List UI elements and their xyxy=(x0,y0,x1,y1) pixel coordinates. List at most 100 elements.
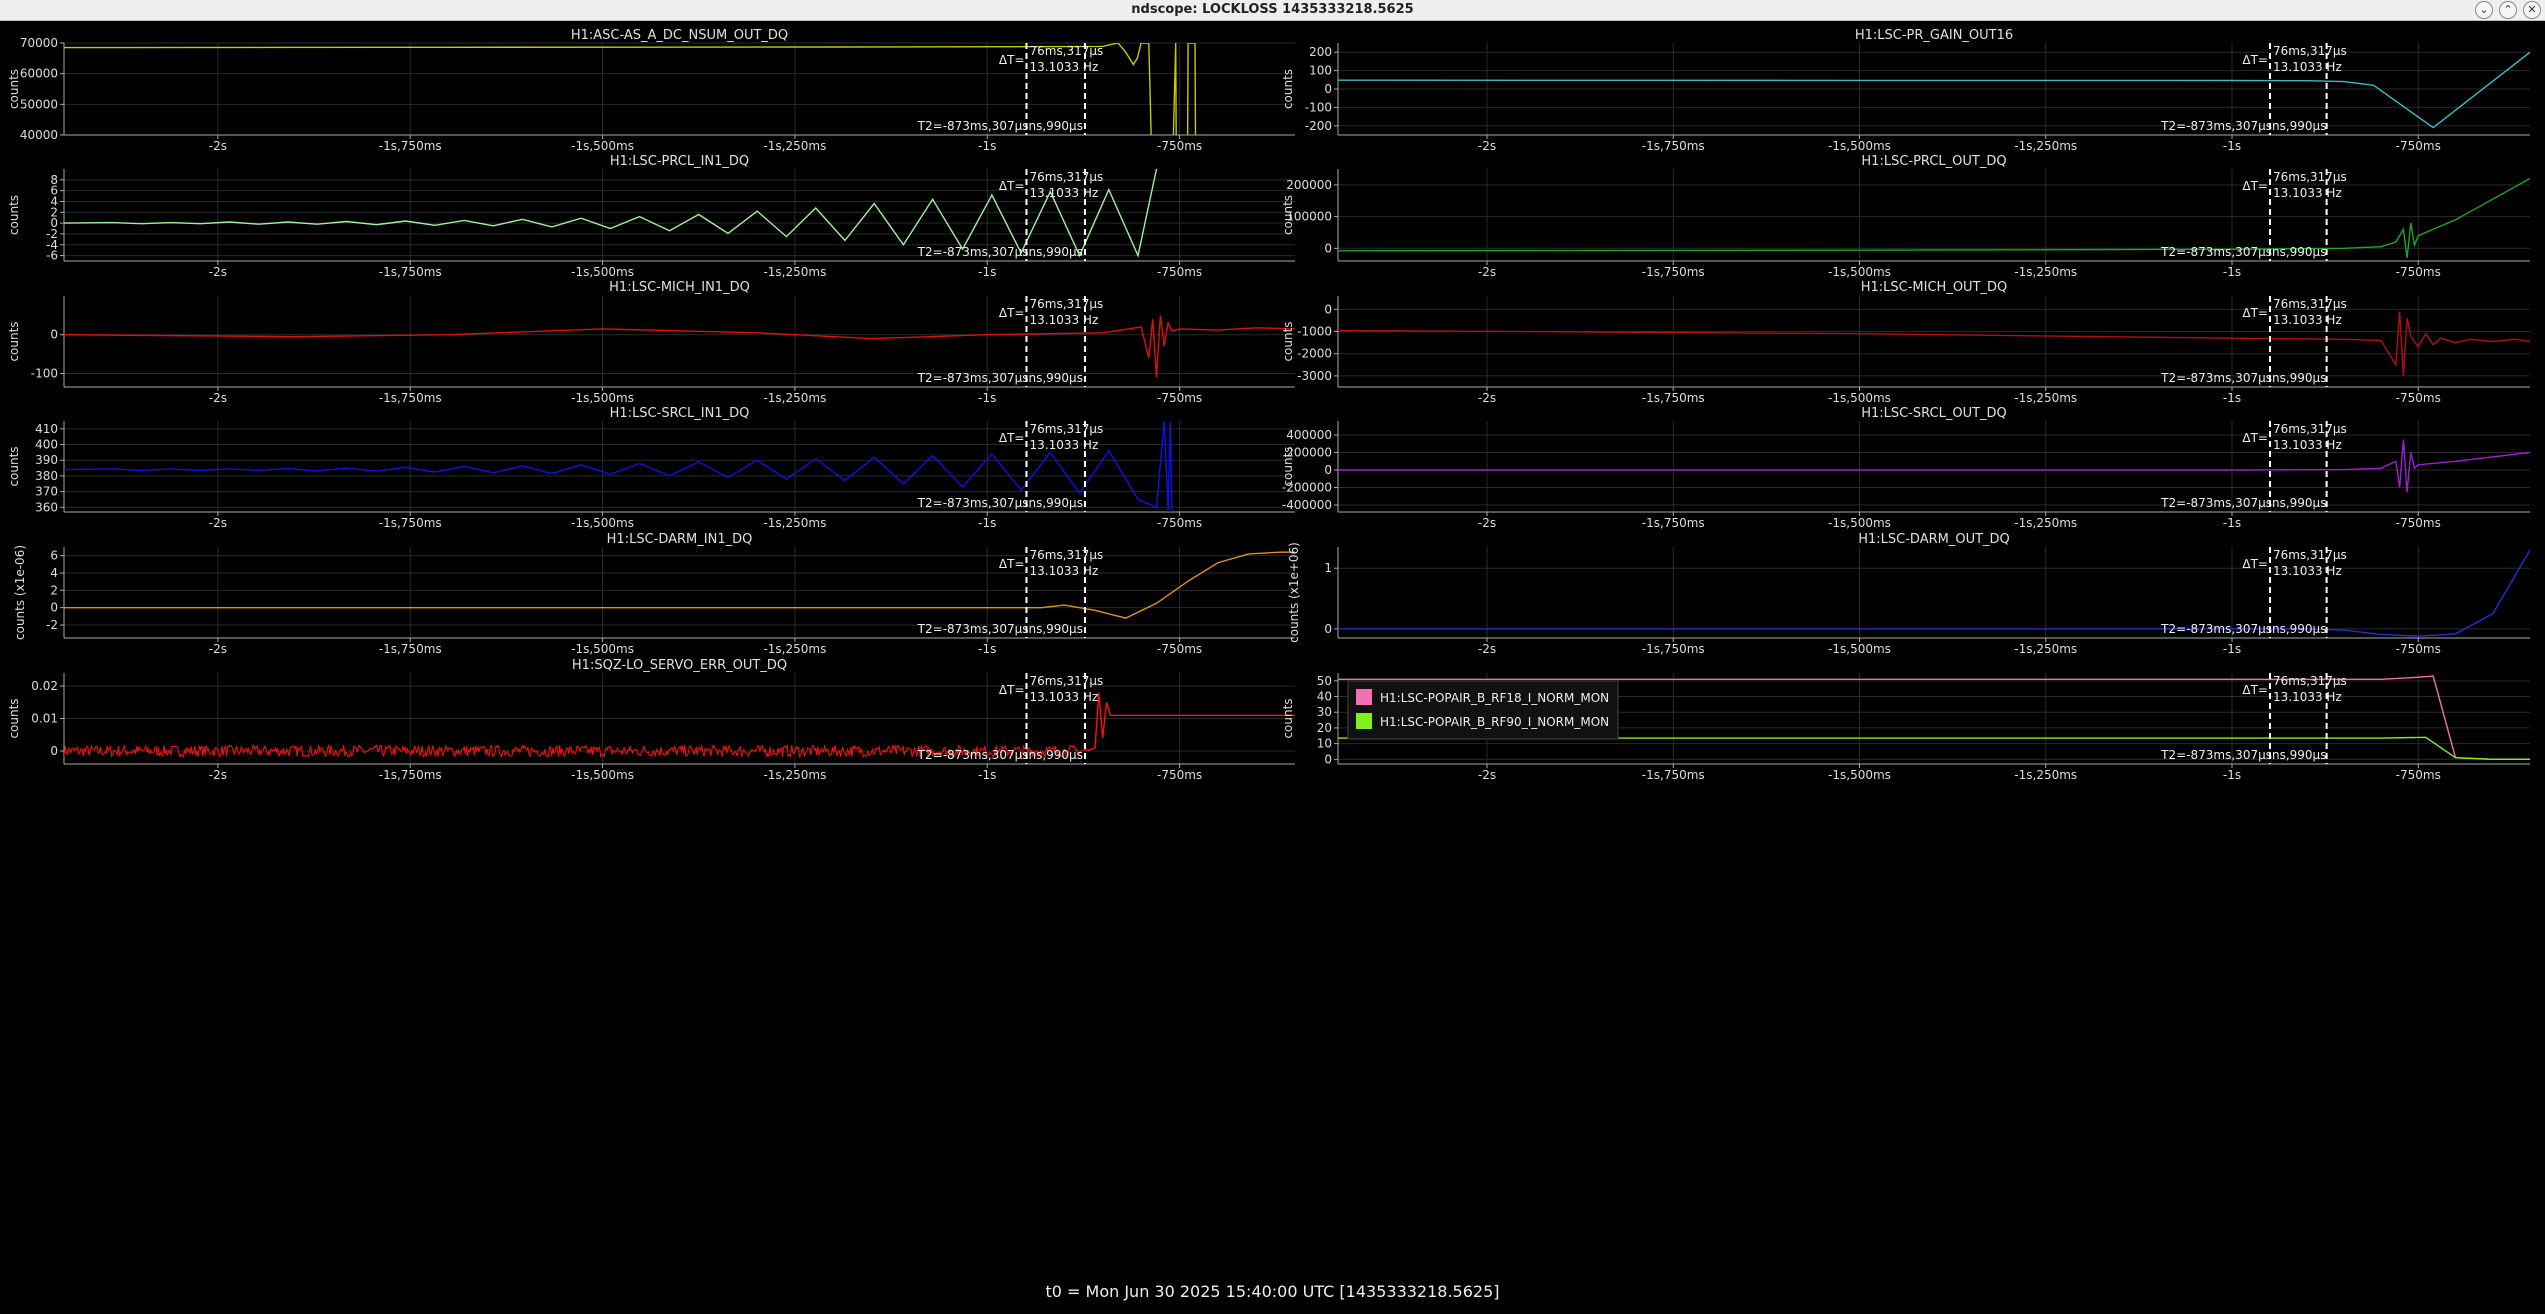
x-tick-label: -1s,750ms xyxy=(1642,642,1705,656)
plot-panel[interactable]: H1:LSC-SRCL_IN1_DQ-2s-1s,750ms-1s,500ms-… xyxy=(7,406,1295,530)
plot-panel[interactable]: H1:LSC-SRCL_OUT_DQ-2s-1s,750ms-1s,500ms-… xyxy=(1281,406,2530,530)
y-tick-label: 100 xyxy=(1309,64,1332,78)
plot-panel[interactable]: H1:LSC-PRCL_OUT_DQ-2s-1s,750ms-1s,500ms-… xyxy=(1281,154,2530,279)
y-axis-label: counts (x1e-06) xyxy=(13,545,27,640)
t1-label: ns,990µs xyxy=(2272,371,2326,385)
plot-panel[interactable]: H1:LSC-DARM_IN1_DQ-2s-1s,750ms-1s,500ms-… xyxy=(13,532,1295,656)
x-tick-label: -750ms xyxy=(2396,265,2441,279)
maximize-button[interactable]: ⌃ xyxy=(2499,1,2517,19)
x-tick-label: -1s xyxy=(2223,516,2241,530)
x-tick-label: -1s xyxy=(2223,139,2241,153)
y-axis-label: counts xyxy=(7,195,21,235)
plot-panel[interactable]: H1:LSC-DARM_OUT_DQ-2s-1s,750ms-1s,500ms-… xyxy=(1287,532,2530,656)
t1-label: ns,990µs xyxy=(1028,119,1082,133)
x-tick-label: -1s,500ms xyxy=(571,516,634,530)
t2-label: T2=-873ms,307µs xyxy=(2160,748,2272,762)
y-tick-label: 390 xyxy=(35,453,58,467)
x-tick-label: -1s,500ms xyxy=(571,642,634,656)
t2-label: T2=-873ms,307µs xyxy=(917,496,1029,510)
x-tick-label: -1s,750ms xyxy=(379,768,442,782)
t2-label: T2=-873ms,307µs xyxy=(2160,496,2272,510)
delta-t-label: ΔT= xyxy=(999,431,1025,445)
x-tick-label: -750ms xyxy=(2396,139,2441,153)
series-line xyxy=(1338,311,2530,376)
x-tick-label: -1s,250ms xyxy=(763,139,826,153)
x-tick-label: -1s xyxy=(2223,391,2241,405)
t0-footer: t0 = Mon Jun 30 2025 15:40:00 UTC [14353… xyxy=(1045,1282,1500,1301)
legend-swatch xyxy=(1356,689,1372,705)
y-tick-label: 380 xyxy=(35,469,58,483)
delta-t-label: ΔT= xyxy=(999,683,1025,697)
plot-panel[interactable]: H1:ASC-AS_A_DC_NSUM_OUT_DQ-2s-1s,750ms-1… xyxy=(7,28,1295,196)
y-tick-label: 0 xyxy=(1324,302,1332,316)
delta-t-label: ΔT= xyxy=(2242,53,2268,67)
x-tick-label: -750ms xyxy=(1157,139,1202,153)
delta-t-label: ΔT= xyxy=(2242,557,2268,571)
close-button[interactable]: ✕ xyxy=(2523,1,2541,19)
x-tick-label: -1s,750ms xyxy=(1642,265,1705,279)
x-tick-label: -1s,750ms xyxy=(1642,516,1705,530)
y-tick-label: -100 xyxy=(31,366,58,380)
window-titlebar: ndscope: LOCKLOSS 1435333218.5625 ⌄ ⌃ ✕ xyxy=(0,0,2545,21)
y-tick-label: -1000 xyxy=(1297,325,1332,339)
y-tick-label: 0 xyxy=(1324,241,1332,255)
x-tick-label: -1s xyxy=(978,768,996,782)
y-tick-label: 6 xyxy=(50,184,58,198)
minimize-button[interactable]: ⌄ xyxy=(2475,1,2493,19)
y-tick-label: 360 xyxy=(35,500,58,514)
t1-label: ns,990µs xyxy=(2272,622,2326,636)
y-tick-label: 8 xyxy=(50,173,58,187)
y-tick-label: 0 xyxy=(1324,752,1332,766)
t2-label: T2=-873ms,307µs xyxy=(917,119,1029,133)
x-tick-label: -2s xyxy=(209,391,227,405)
window-controls: ⌄ ⌃ ✕ xyxy=(2475,1,2541,19)
plot-panel[interactable]: H1:LSC-PR_GAIN_OUT16-2s-1s,750ms-1s,500m… xyxy=(1281,28,2530,153)
y-tick-label: 0 xyxy=(1324,622,1332,636)
x-tick-label: -1s xyxy=(2223,642,2241,656)
x-tick-label: -1s,250ms xyxy=(763,516,826,530)
delta-freq-value: 13.1033 Hz xyxy=(2273,60,2342,74)
x-tick-label: -1s,250ms xyxy=(763,265,826,279)
plot-panel[interactable]: H1:SQZ-LO_SERVO_ERR_OUT_DQ-2s-1s,750ms-1… xyxy=(7,658,1295,782)
t1-label: ns,990µs xyxy=(2272,496,2326,510)
y-tick-label: 50000 xyxy=(20,97,58,111)
delta-t-value: 76ms,317µs xyxy=(2273,44,2347,58)
y-tick-label: 40 xyxy=(1317,690,1332,704)
x-tick-label: -1s,750ms xyxy=(379,642,442,656)
y-tick-label: 0 xyxy=(50,216,58,230)
plot-panel[interactable]: H1:LSC-PRCL_IN1_DQ-2s-1s,750ms-1s,500ms-… xyxy=(7,154,1295,279)
x-tick-label: -1s,500ms xyxy=(1828,265,1891,279)
plot-panel[interactable]: -2s-1s,750ms-1s,500ms-1s,250ms-1s-750ms0… xyxy=(1281,673,2530,782)
y-tick-label: 20 xyxy=(1317,721,1332,735)
y-tick-label: 10 xyxy=(1317,737,1332,751)
y-tick-label: 2 xyxy=(50,205,58,219)
plot-grid[interactable]: H1:ASC-AS_A_DC_NSUM_OUT_DQ -2s -1s,750ms -1… xyxy=(0,20,2545,1280)
t2-label: T2=-873ms,307µs xyxy=(917,245,1029,259)
delta-t-value: 76ms,317µs xyxy=(1029,44,1103,58)
y-tick-label: -2000 xyxy=(1297,347,1332,361)
x-tick-label: -2s xyxy=(1478,265,1496,279)
y-axis-label: counts xyxy=(7,69,21,109)
y-axis-label: counts xyxy=(7,321,21,361)
series-line xyxy=(1338,736,2530,760)
delta-freq-value: 13.1033 Hz xyxy=(2273,313,2342,327)
x-tick-label: -1s,500ms xyxy=(1828,768,1891,782)
delta-freq-value: 13.1033 Hz xyxy=(1029,438,1098,452)
plot-title: H1:LSC-MICH_IN1_DQ xyxy=(609,280,750,295)
plot-panel[interactable]: H1:LSC-MICH_OUT_DQ-2s-1s,750ms-1s,500ms-… xyxy=(1281,280,2530,405)
x-tick-label: -750ms xyxy=(1157,642,1202,656)
delta-freq-value: 13.1033 Hz xyxy=(1029,186,1098,200)
delta-t-label: ΔT= xyxy=(999,306,1025,320)
series-line xyxy=(64,551,1295,619)
y-tick-label: 30 xyxy=(1317,705,1332,719)
y-axis-label: counts xyxy=(1281,446,1295,486)
y-axis-label: counts xyxy=(1281,321,1295,361)
x-tick-label: -1s xyxy=(2223,768,2241,782)
t2-label: T2=-873ms,307µs xyxy=(917,748,1029,762)
plot-panel[interactable]: H1:LSC-MICH_IN1_DQ-2s-1s,750ms-1s,500ms-… xyxy=(7,280,1295,405)
x-tick-label: -1s,500ms xyxy=(1828,391,1891,405)
plot-data xyxy=(1338,549,2530,637)
plot-title: H1:ASC-AS_A_DC_NSUM_OUT_DQ xyxy=(571,28,788,43)
y-axis-label: counts xyxy=(1281,195,1295,235)
y-tick-label: 0 xyxy=(50,601,58,615)
